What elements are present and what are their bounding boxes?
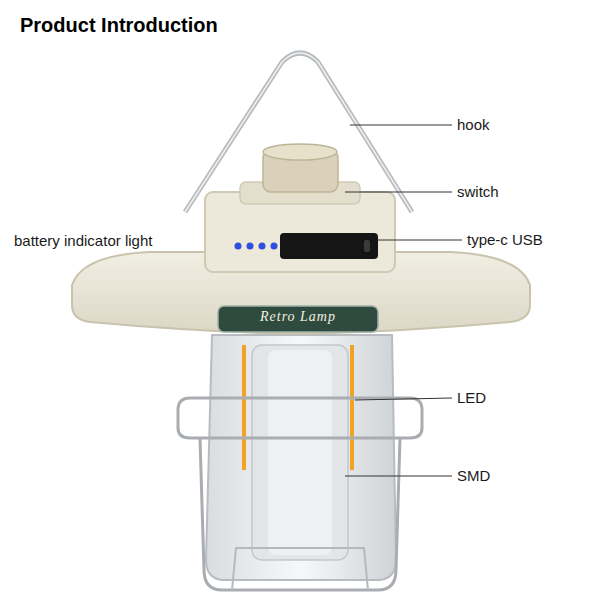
part-label: hook — [457, 116, 490, 133]
cage-ring — [178, 398, 422, 438]
indicator-dot — [235, 243, 242, 250]
badge-text: Retro Lamp — [218, 309, 378, 325]
part-label: type-c USB — [467, 231, 543, 248]
smd-tube — [252, 345, 348, 560]
cage-base — [232, 548, 368, 590]
led-filament — [242, 345, 246, 470]
indicator-dot — [271, 243, 278, 250]
leader-line — [345, 192, 452, 193]
part-label: SMD — [457, 467, 490, 484]
smd-tube-inner — [268, 350, 332, 555]
leader-line — [355, 398, 452, 400]
lamp-badge — [218, 306, 378, 332]
part-label: switch — [457, 183, 499, 200]
led-filament — [350, 345, 354, 470]
leader-line — [345, 476, 452, 477]
glass-housing — [206, 335, 396, 580]
indicator-dot — [259, 243, 266, 250]
hook-highlight — [185, 53, 412, 212]
switch-knob-top — [263, 144, 337, 160]
cage-frame — [200, 438, 400, 590]
leader-line — [350, 125, 452, 126]
indicator-dot — [247, 243, 254, 250]
diagram-title: Product Introduction — [20, 14, 218, 37]
part-label: battery indicator light — [14, 228, 164, 254]
part-label: LED — [457, 389, 486, 406]
usb-port — [280, 233, 378, 259]
hook-handle — [185, 53, 412, 212]
leader-line — [378, 240, 462, 241]
usb-slot — [364, 240, 370, 252]
